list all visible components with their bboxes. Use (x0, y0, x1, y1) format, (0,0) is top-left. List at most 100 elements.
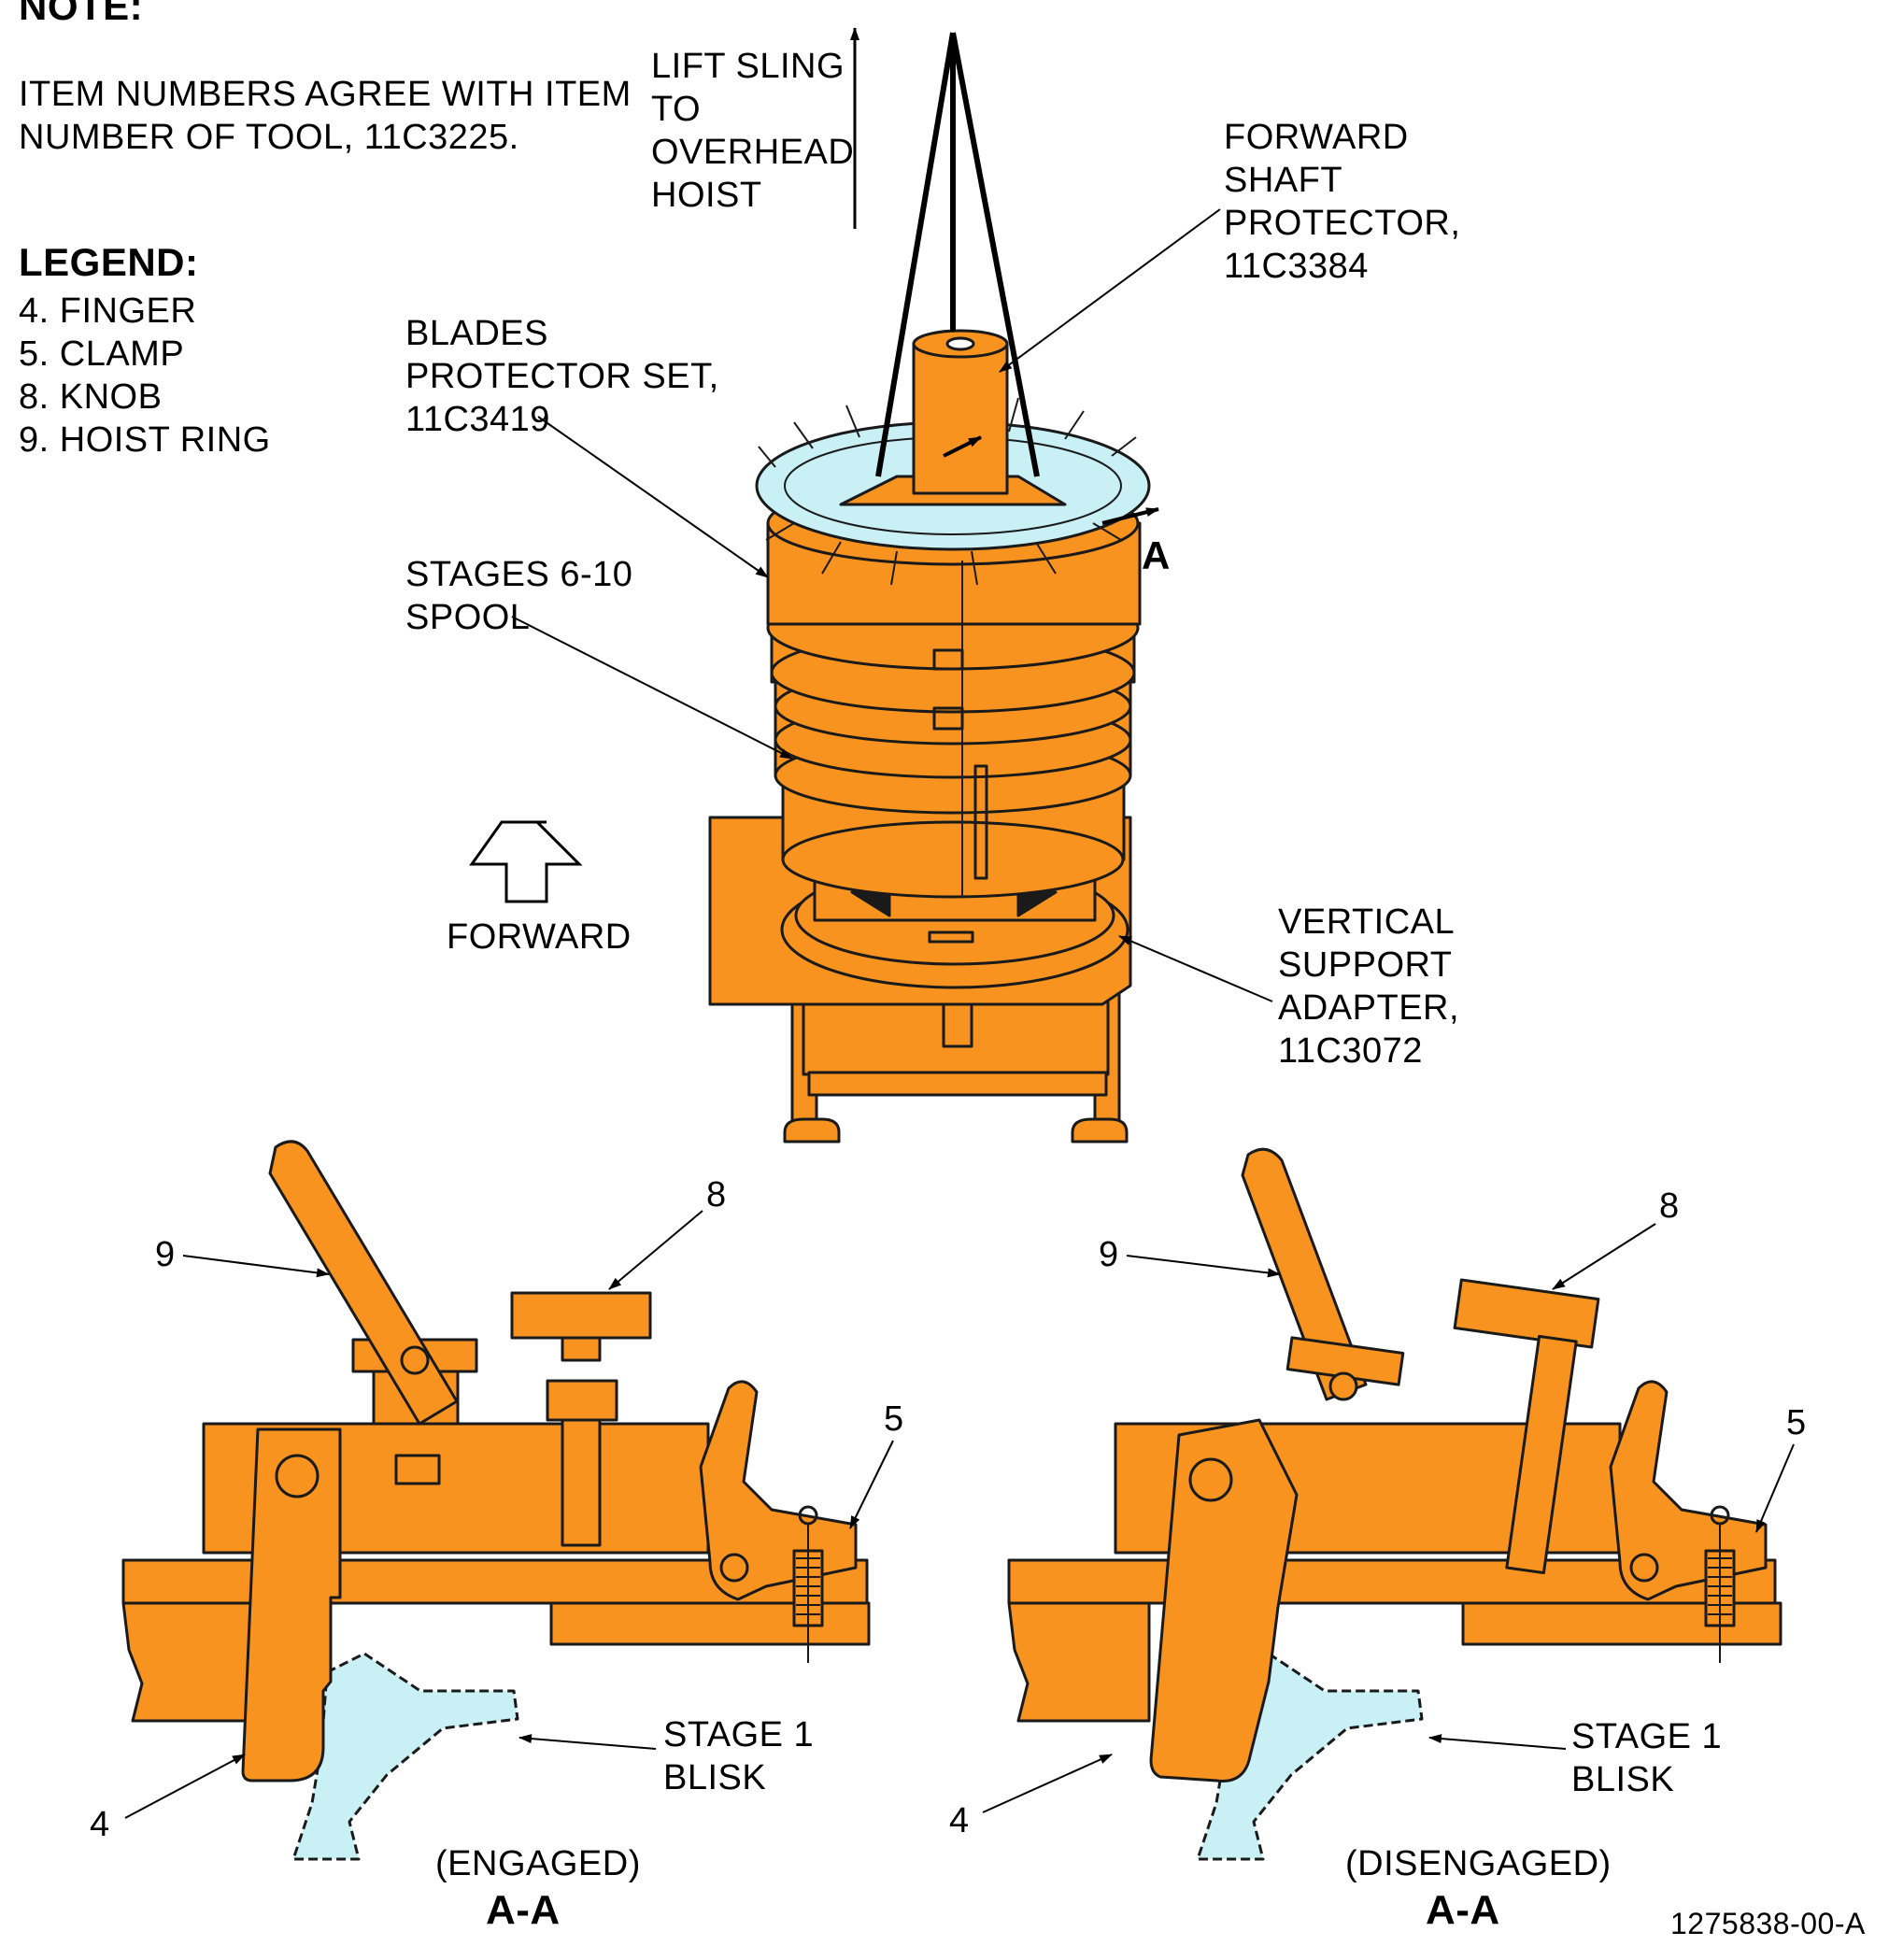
right-clamp-pivot (1629, 1553, 1659, 1583)
right-section-label: A-A (1426, 1887, 1500, 1933)
left-rail-end (121, 1601, 256, 1723)
lift-sling-line-2: TO (651, 90, 702, 129)
left-section-label: A-A (486, 1887, 561, 1933)
note-heading: NOTE: (19, 0, 144, 28)
adapter-slot (928, 930, 974, 944)
right-blisk-line-1: STAGE 1 (1571, 1717, 1723, 1756)
left-finger-pivot (275, 1454, 320, 1498)
section-arrow-lower (1101, 507, 1159, 525)
leader-vertical-support (1118, 935, 1273, 1002)
spool-stage-bottom-rim (781, 820, 1125, 899)
leader-spool (511, 616, 793, 760)
adapter-ring-inner (794, 865, 1115, 966)
legend-item-finger: 4. FINGER (19, 291, 197, 331)
spool-stage-mid (774, 671, 1132, 777)
blades-protector-line-2: PROTECTOR SET, (405, 357, 719, 396)
adapter-arrow-right (1016, 876, 1058, 917)
vertical-support-line-2: SUPPORT (1278, 945, 1453, 985)
stand-crossbar (807, 1071, 1108, 1097)
left-state-label: (ENGAGED) (435, 1844, 641, 1883)
right-item-8: 8 (1659, 1186, 1680, 1226)
left-hoist-base (351, 1338, 478, 1373)
leader-left-blisk (518, 1734, 657, 1750)
spool-slot-1 (932, 648, 964, 671)
spool-stage-upper-rim (770, 632, 1136, 714)
adapter-body (813, 862, 1097, 922)
left-clamp-pivot (719, 1553, 749, 1583)
shaft-protector-top (912, 329, 1009, 359)
stand-foot-right (1071, 1117, 1129, 1143)
left-rail (121, 1558, 869, 1605)
left-housing (202, 1422, 710, 1555)
note-line-2: NUMBER OF TOOL, 11C3225. (19, 118, 519, 157)
stages-spool-line-2: SPOOL (405, 598, 531, 637)
leader-right-8 (1552, 1223, 1656, 1290)
section-arrow-upper (943, 435, 982, 458)
left-item-4: 4 (90, 1805, 110, 1844)
forward-shaft-line-3: PROTECTOR, (1224, 204, 1461, 243)
bracket-plate (839, 475, 1067, 506)
right-spring (1704, 1549, 1736, 1627)
spool-stage-bottom (781, 764, 1126, 861)
stand-leg-left (790, 988, 818, 1142)
right-spring-eye (1710, 1505, 1730, 1526)
spool-stage-mid-rim (774, 736, 1132, 815)
section-marker-upper: A (916, 429, 944, 473)
left-blisk (291, 1652, 519, 1861)
forward-shaft-line-1: FORWARD (1224, 118, 1409, 157)
left-hoist-nut (394, 1454, 441, 1485)
leader-right-4 (982, 1754, 1113, 1813)
legend-item-clamp: 5. CLAMP (19, 334, 185, 374)
forward-label: FORWARD (447, 917, 632, 957)
leader-right-9 (1126, 1255, 1281, 1278)
stand-leg-right (1093, 988, 1121, 1142)
stages-spool-line-1: STAGES 6-10 (405, 555, 633, 594)
forward-shaft-line-2: SHAFT (1224, 161, 1343, 200)
right-base-block (1461, 1601, 1782, 1646)
stand-post (942, 988, 973, 1048)
blades-protector-line-3: 11C3419 (405, 400, 550, 439)
section-marker-lower: A (1142, 533, 1171, 577)
forward-shaft-line-4: 11C3384 (1224, 247, 1369, 286)
adapter-arrow-left (850, 876, 891, 917)
note-line-1: ITEM NUMBERS AGREE WITH ITEM (19, 75, 632, 114)
right-spring-coils (1708, 1557, 1732, 1615)
leader-right-5 (1755, 1443, 1795, 1533)
left-item-9: 9 (155, 1235, 176, 1274)
right-knob-shaft (1505, 1334, 1578, 1575)
right-hoist-base (1285, 1336, 1405, 1386)
leader-forward-shaft (999, 208, 1221, 373)
left-spring (792, 1549, 824, 1627)
lift-sling-line-3: OVERHEAD (651, 133, 855, 172)
shaft-protector-hole (945, 336, 975, 351)
left-knob-stem (561, 1336, 602, 1362)
left-base-block (549, 1601, 871, 1646)
left-hoist-block (372, 1370, 460, 1426)
lift-sling (875, 32, 1040, 477)
blades-ring (755, 420, 1151, 551)
spool-stage-mid-rim-3 (774, 667, 1132, 746)
right-blisk (1196, 1652, 1424, 1861)
left-knob-shaft (561, 1418, 602, 1547)
left-hoist-ring (268, 1140, 459, 1426)
stand-foot-left (783, 1117, 841, 1143)
spool-stage-rim-top (766, 585, 1140, 671)
right-rail-end (1007, 1601, 1151, 1723)
left-hoist-bolt (400, 1345, 430, 1375)
spool-stage-top (766, 521, 1142, 626)
base-plate (708, 816, 1132, 1006)
right-finger-pivot (1188, 1457, 1233, 1502)
right-hoist-bolt (1328, 1371, 1358, 1401)
right-knob-head (1453, 1278, 1600, 1349)
left-knob-head (510, 1291, 652, 1340)
legend-heading: LEGEND: (19, 240, 199, 284)
right-item-9: 9 (1099, 1235, 1119, 1274)
left-spring-eye (798, 1505, 818, 1526)
right-state-label: (DISENGAGED) (1345, 1844, 1612, 1883)
right-finger (1149, 1418, 1299, 1782)
spool-slot-2 (932, 706, 964, 731)
adapter-ring-outer (780, 870, 1129, 989)
blades-inner (784, 436, 1122, 535)
